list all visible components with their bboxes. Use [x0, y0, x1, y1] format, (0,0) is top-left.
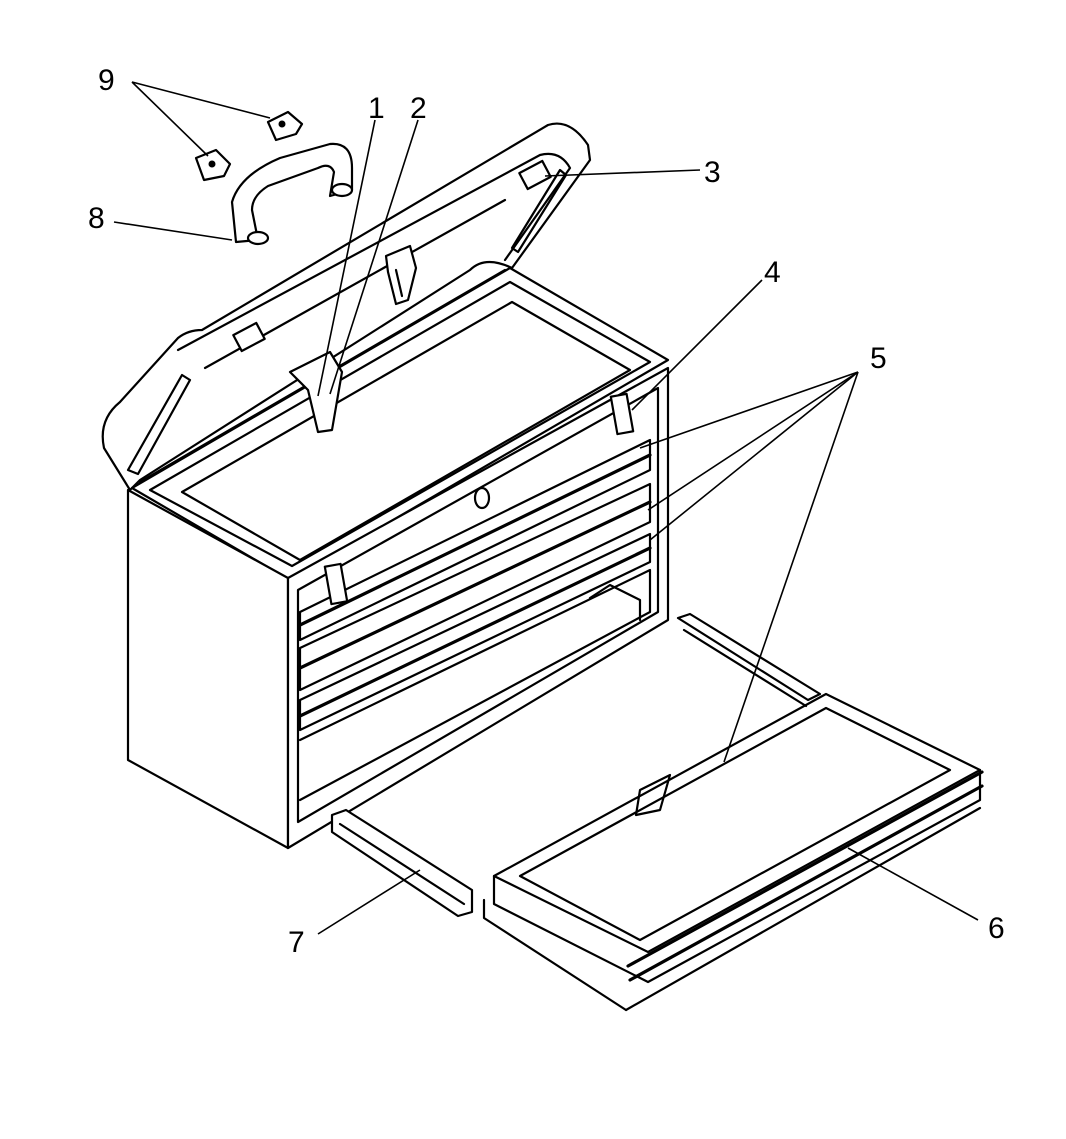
- callout-3: 3: [704, 156, 721, 189]
- drawer-open: [482, 692, 984, 1012]
- callout-8: 8: [88, 202, 105, 235]
- callout-2: 2: [410, 92, 427, 125]
- handle: [230, 142, 354, 246]
- callout-5: 5: [870, 342, 887, 375]
- callout-1: 1: [368, 92, 385, 125]
- chest-body: [126, 266, 670, 850]
- lid: [101, 122, 592, 492]
- callout-9: 9: [98, 64, 115, 97]
- leader-lines: [113, 81, 979, 935]
- callout-4: 4: [764, 256, 781, 289]
- hinges: [194, 110, 304, 182]
- callout-labels: 9 1 2 3 4 5 6 7 8: [88, 64, 1005, 959]
- callout-7: 7: [288, 926, 305, 959]
- drawer-slides: [330, 612, 822, 918]
- callout-6: 6: [988, 912, 1005, 945]
